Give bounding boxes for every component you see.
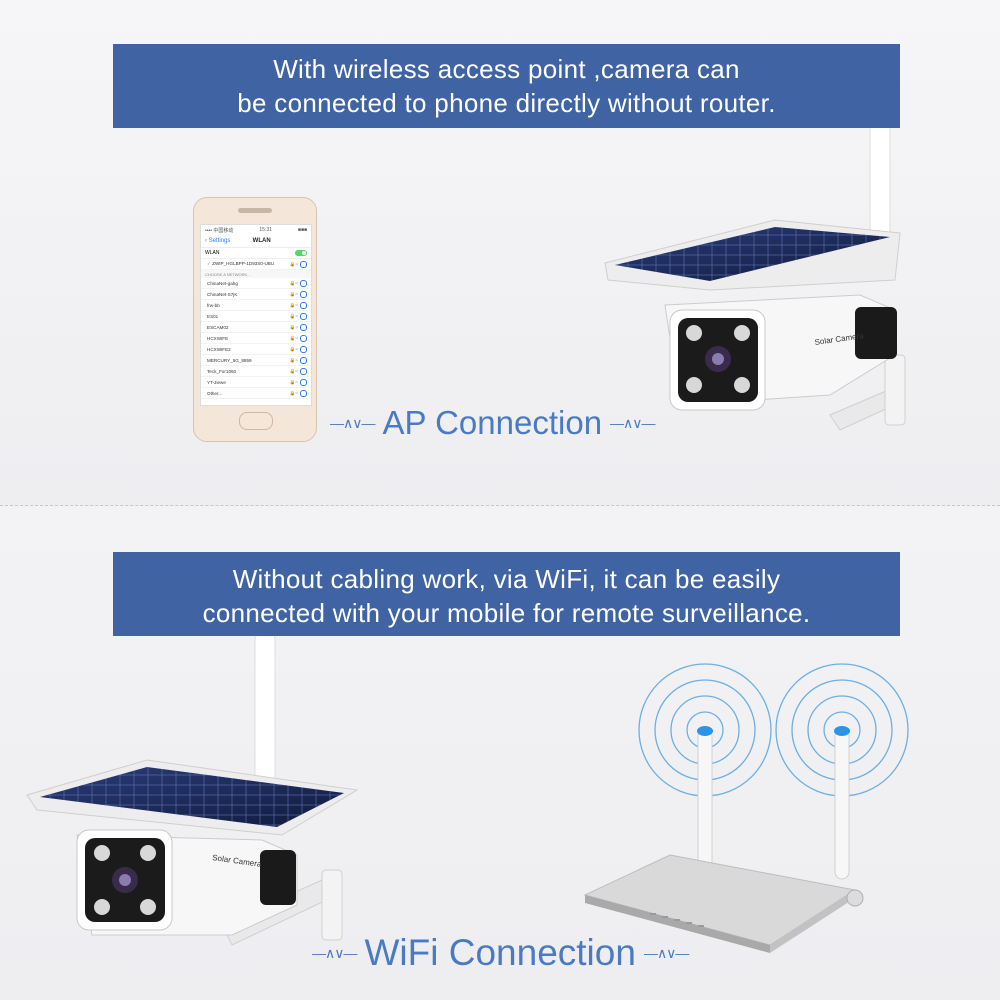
network-list-item[interactable]: Teck_For1060 🔒≈: [201, 366, 311, 377]
network-name: MERCURY_5G_8959: [207, 357, 252, 363]
network-list-item[interactable]: ES01 🔒≈: [201, 311, 311, 322]
wlan-row: WLAN: [201, 248, 311, 259]
wifi-signal-icon: 🔒≈: [290, 345, 307, 353]
top-banner-line2: be connected to phone directly without r…: [237, 88, 776, 118]
settings-back-button[interactable]: ‹ Settings: [205, 238, 231, 244]
network-list-item[interactable]: Other... 🔒≈: [201, 388, 311, 399]
wave-right-icon: —∧∨—: [610, 414, 655, 431]
network-list-item[interactable]: ESCAM02 🔒≈: [201, 322, 311, 333]
solar-camera-bottom: Solar Camera: [26, 759, 359, 946]
smartphone: •••• 中国移动 15:31 ■■■ ‹ Settings WLAN WLAN…: [193, 197, 317, 442]
network-name: ES01: [207, 313, 219, 319]
section-divider: [0, 505, 1000, 506]
phone-earpiece: [238, 208, 272, 213]
wlan-label: WLAN: [205, 250, 220, 256]
phone-status-bar: •••• 中国移动 15:31 ■■■: [201, 225, 311, 235]
network-list-item[interactable]: frw-bb 🔒≈: [201, 300, 311, 311]
phone-nav-bar: ‹ Settings WLAN: [201, 235, 311, 248]
network-list: ChinaNet-gahg🔒≈ChinaNet-S7jK🔒≈frw-bb🔒≈ES…: [201, 278, 311, 399]
connected-network-name: ZWIP_HGLBPP-1D93S0-UBU: [212, 261, 275, 266]
home-button[interactable]: [239, 412, 273, 430]
network-name: ChinaNet-S7jK: [207, 291, 238, 297]
wlan-toggle[interactable]: [295, 250, 307, 256]
network-name: ESCAM02: [207, 324, 229, 330]
wifi-signal-icon: 🔒≈: [290, 356, 307, 364]
wave-right-icon: —∧∨—: [643, 944, 689, 961]
status-time: 15:31: [259, 227, 272, 233]
wifi-signal-icon: 🔒≈: [290, 367, 307, 375]
wifi-signal-icon: 🔒≈: [290, 301, 307, 309]
bottom-banner: Without cabling work, via WiFi, it can b…: [113, 552, 900, 636]
network-list-item[interactable]: MERCURY_5G_8959 🔒≈: [201, 355, 311, 366]
solar-camera-top: Solar Camera: [604, 219, 906, 431]
bottom-banner-line2: connected with your mobile for remote su…: [202, 598, 811, 628]
network-list-item[interactable]: ChinaNet-S7jK 🔒≈: [201, 289, 311, 300]
wlan-title: WLAN: [252, 238, 271, 244]
network-name: YT-Jiewe: [207, 379, 226, 385]
network-list-item[interactable]: ChinaNet-gahg 🔒≈: [201, 278, 311, 289]
network-name: HCXWIFE2: [207, 346, 231, 352]
connected-network-row[interactable]: ✓ ZWIP_HGLBPP-1D93S0-UBU 🔒≈: [201, 259, 311, 270]
wifi-connection-label: WiFi Connection: [364, 932, 636, 973]
wifi-signal-icon: 🔒≈: [290, 290, 307, 298]
network-name: Teck_For1060: [207, 368, 237, 374]
top-banner: With wireless access point ,camera can b…: [113, 44, 900, 128]
status-carrier: •••• 中国移动: [205, 227, 234, 234]
wifi-signal-icon: 🔒≈: [290, 323, 307, 331]
wifi-signal-icon: 🔒≈: [290, 312, 307, 320]
ap-connection-label: AP Connection: [382, 404, 603, 441]
network-name: Other...: [207, 390, 223, 396]
bottom-antenna: [254, 630, 276, 790]
bottom-banner-line1: Without cabling work, via WiFi, it can b…: [232, 564, 781, 594]
wifi-signal-icon: 🔒≈: [290, 260, 307, 268]
network-list-item[interactable]: HCXWIFE 🔒≈: [201, 333, 311, 344]
wave-left-icon: —∧∨—: [330, 414, 375, 431]
wifi-router: [583, 663, 909, 953]
network-name: ChinaNet-gahg: [207, 280, 238, 286]
status-battery: ■■■: [297, 227, 307, 233]
top-banner-line1: With wireless access point ,camera can: [273, 54, 740, 84]
ap-connection-caption: —∧∨— AP Connection —∧∨—: [330, 404, 656, 442]
network-name: frw-bb: [207, 302, 220, 308]
wifi-connection-caption: —∧∨— WiFi Connection —∧∨—: [312, 932, 689, 974]
choose-network-label: CHOOSE A NETWORK...: [201, 270, 311, 278]
wave-left-icon: —∧∨—: [312, 944, 357, 961]
network-list-item[interactable]: YT-Jiewe 🔒≈: [201, 377, 311, 388]
wifi-signal-icon: 🔒≈: [290, 389, 307, 397]
back-label: Settings: [208, 238, 231, 244]
network-list-item[interactable]: HCXWIFE2 🔒≈: [201, 344, 311, 355]
wifi-signal-icon: 🔒≈: [290, 378, 307, 386]
wifi-signal-icon: 🔒≈: [290, 279, 307, 287]
wifi-signal-icon: 🔒≈: [290, 334, 307, 342]
network-name: HCXWIFE: [207, 335, 229, 341]
phone-screen: •••• 中国移动 15:31 ■■■ ‹ Settings WLAN WLAN…: [200, 224, 312, 406]
